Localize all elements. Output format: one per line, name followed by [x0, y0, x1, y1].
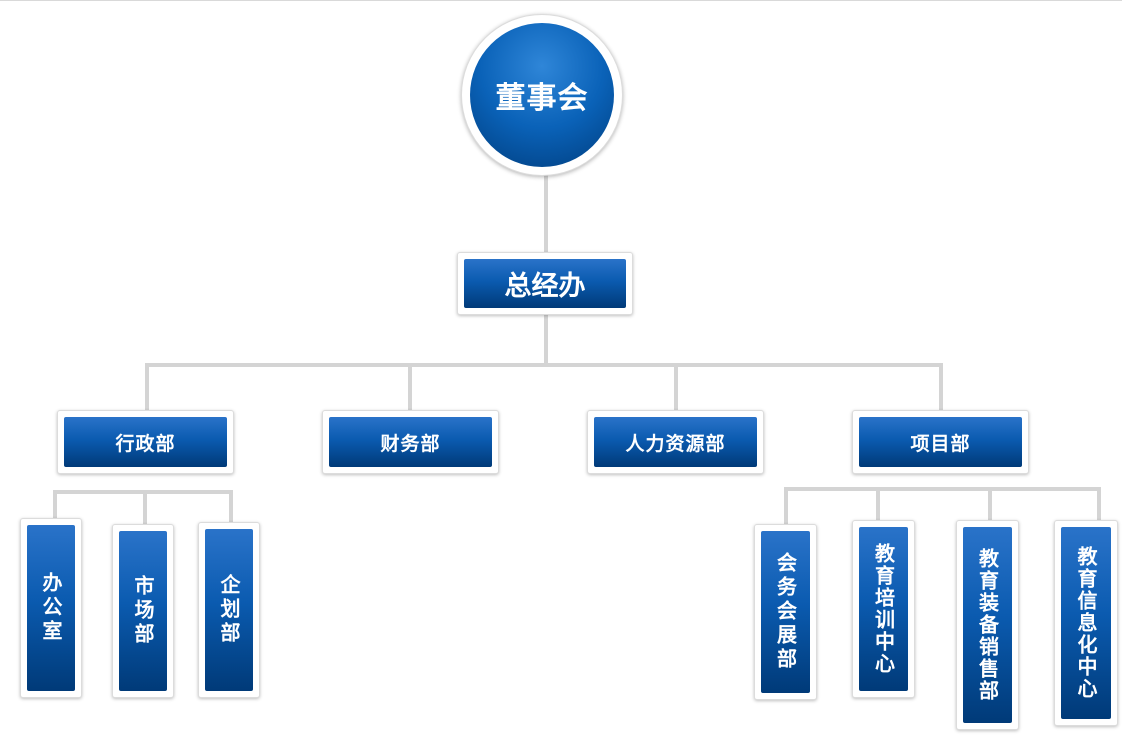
- department-finance-node[interactable]: 财务部: [322, 410, 499, 474]
- subunit-label: 办公室: [27, 525, 75, 691]
- subunit-label: 会务会展部: [761, 531, 810, 693]
- department-hr-node[interactable]: 人力资源部: [587, 410, 764, 474]
- project-subunit-it-node[interactable]: 教育信息化中心: [1054, 520, 1118, 726]
- department-label: 人力资源部: [594, 417, 757, 467]
- project-subunit-events-node[interactable]: 会务会展部: [754, 524, 817, 700]
- department-project-node[interactable]: 项目部: [852, 410, 1029, 474]
- project-subunit-training-node[interactable]: 教育培训中心: [852, 520, 915, 698]
- subunit-label: 教育信息化中心: [1061, 527, 1111, 719]
- admin-subunit-planning-node[interactable]: 企划部: [198, 522, 260, 698]
- gm-office-node[interactable]: 总经办: [457, 252, 633, 315]
- board-label: 董事会: [470, 23, 614, 167]
- department-label: 行政部: [64, 417, 227, 467]
- subunit-label: 市场部: [119, 531, 167, 691]
- admin-subunit-office-node[interactable]: 办公室: [20, 518, 82, 698]
- subunit-label: 教育培训中心: [859, 527, 908, 691]
- admin-subunit-marketing-node[interactable]: 市场部: [112, 524, 174, 698]
- gm-office-label: 总经办: [464, 259, 626, 308]
- subunit-label: 企划部: [205, 529, 253, 691]
- department-label: 财务部: [329, 417, 492, 467]
- top-divider: [0, 0, 1122, 1]
- department-label: 项目部: [859, 417, 1022, 467]
- department-admin-node[interactable]: 行政部: [57, 410, 234, 474]
- project-subunit-equipment-sales-node[interactable]: 教育装备销售部: [956, 520, 1019, 730]
- subunit-label: 教育装备销售部: [963, 527, 1012, 723]
- board-node[interactable]: 董事会: [461, 14, 623, 176]
